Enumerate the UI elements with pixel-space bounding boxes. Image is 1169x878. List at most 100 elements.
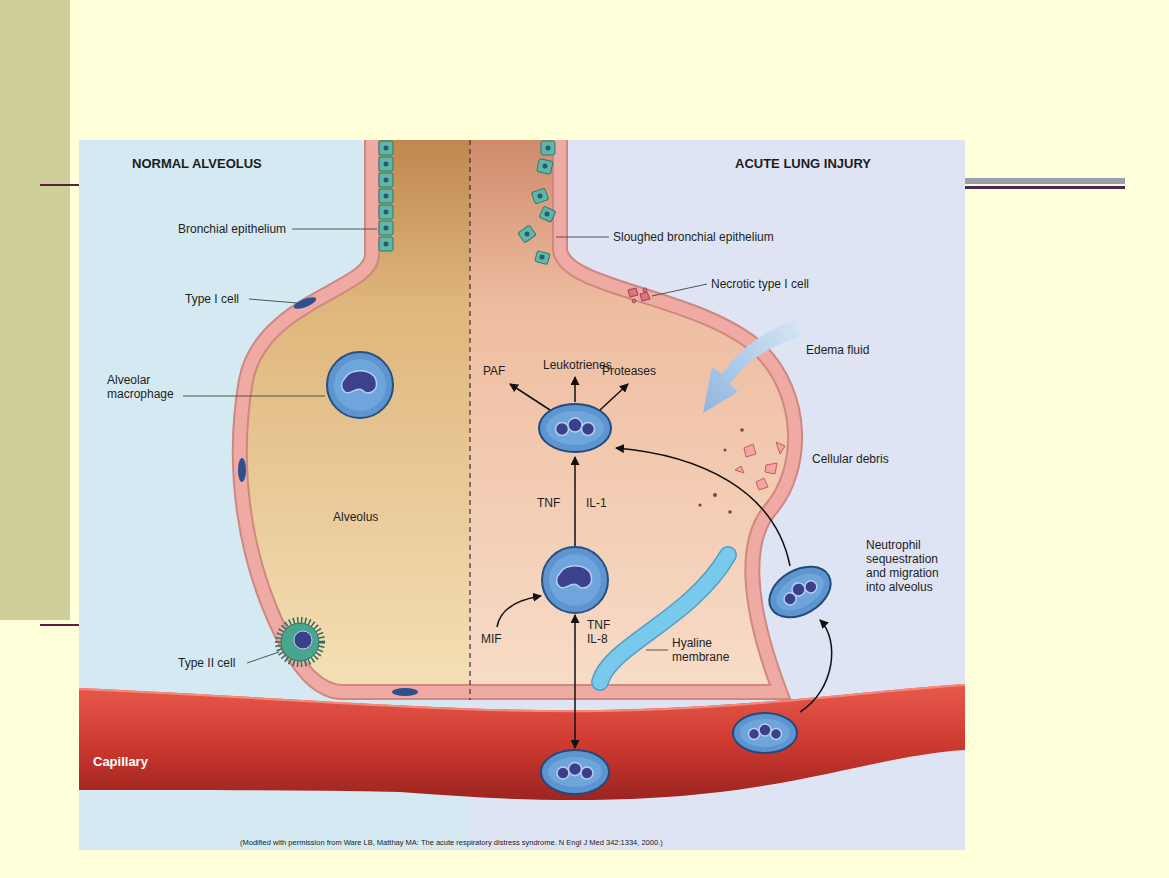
bronchial-epithelium-cells <box>379 157 393 171</box>
type-i-cells <box>392 688 418 696</box>
alveolus-shape <box>240 140 795 692</box>
mediator-arrows <box>574 377 576 402</box>
activated-neutrophil <box>539 404 611 452</box>
callout-label: TNF <box>537 496 560 510</box>
capillary-neutrophil <box>548 757 602 787</box>
cellular-debris <box>744 444 756 457</box>
type-ii-cell <box>294 631 312 649</box>
mediator-arrows <box>600 384 628 410</box>
capillary-neutrophil <box>740 719 790 747</box>
necrotic-type-i-cell <box>632 299 636 303</box>
mediator-arrows <box>800 620 832 712</box>
epithelium-nuclei <box>540 255 545 260</box>
necrotic-type-i-cell <box>628 288 638 297</box>
leader-lines <box>556 237 609 238</box>
type-ii-cell <box>278 620 322 664</box>
epithelium-nuclei <box>384 178 389 183</box>
alveolar-macrophage <box>327 352 393 418</box>
leader-lines <box>183 229 707 663</box>
callout-label: Cellular debris <box>812 452 889 466</box>
capillary-neutrophil <box>749 729 760 740</box>
panel-background <box>79 140 965 850</box>
activated-macrophage <box>542 547 608 613</box>
mediator-arrows <box>497 596 541 627</box>
callout-label: PAF <box>483 364 505 378</box>
bronchial-epithelium-cells <box>379 205 393 219</box>
cellular-debris <box>735 466 744 473</box>
activated-neutrophil <box>582 423 595 436</box>
slide-frame <box>965 186 1125 189</box>
callout-label: Necrotic type I cell <box>711 277 809 291</box>
epithelium-nuclei <box>384 146 551 260</box>
callout-label: Type II cell <box>178 656 235 670</box>
epithelium-nuclei <box>384 194 389 199</box>
epithelium-nuclei <box>384 210 389 215</box>
alveolus-shape <box>470 140 795 692</box>
leader-lines <box>247 652 279 663</box>
capillary-vessel <box>79 684 965 800</box>
cellular-debris <box>765 463 777 474</box>
cellular-debris <box>728 510 732 514</box>
activated-macrophage <box>557 566 592 588</box>
epithelium-nuclei <box>384 226 389 231</box>
alveolar-macrophage <box>342 371 377 393</box>
activated-macrophage <box>542 547 608 613</box>
bronchial-epithelium-cells <box>535 251 550 265</box>
callout-label: Proteases <box>602 364 656 378</box>
capillary-band: Capillary <box>84 752 184 772</box>
migrating-neutrophil <box>760 556 839 627</box>
slide-frame <box>0 0 70 620</box>
necrotic-type-i-cell <box>640 292 650 301</box>
necrotic-type-i-cell <box>643 288 647 292</box>
divider-line <box>469 140 470 700</box>
bronchial-epithelium-cells <box>539 206 556 222</box>
callout-label: Alveolus <box>333 510 378 524</box>
bronchial-epithelium-cells <box>379 237 393 251</box>
callout-label: Type I cell <box>185 292 239 306</box>
capillary-neutrophil <box>541 750 609 794</box>
type-ii-cell <box>278 620 322 664</box>
leader-lines <box>292 229 377 230</box>
mediator-arrows <box>497 377 832 748</box>
bronchial-epithelium-cells <box>537 159 553 175</box>
callout-label: TNF IL-8 <box>587 618 619 646</box>
activated-neutrophil <box>556 423 569 436</box>
mediator-arrows <box>616 448 790 566</box>
leader-lines <box>646 650 668 651</box>
epithelium-nuclei <box>525 232 530 237</box>
bronchial-epithelium-cells <box>518 225 536 243</box>
capillary-vessel <box>79 685 965 711</box>
mediator-arrows <box>574 457 576 546</box>
bronchial-epithelium-cells <box>379 173 393 187</box>
activated-neutrophil <box>568 418 582 432</box>
callout-label: Alveolar macrophage <box>107 373 187 401</box>
callout-label: Neutrophil sequestration and migration i… <box>866 538 961 594</box>
node-heading: NORMAL ALVEOLUS <box>132 156 462 172</box>
alveolus-shape <box>240 140 795 692</box>
alveolar-macrophage <box>327 352 393 418</box>
activated-macrophage <box>549 554 601 606</box>
type-i-cells <box>238 295 418 696</box>
capillary-neutrophil <box>569 763 582 776</box>
cellular-debris <box>740 428 744 432</box>
cellular-debris <box>698 503 701 506</box>
epithelium-nuclei <box>546 146 551 151</box>
epithelium-nuclei <box>384 146 389 151</box>
bronchial-epithelium-cells <box>379 189 393 203</box>
capillary-neutrophil <box>733 713 797 753</box>
bronchial-epithelium-cells <box>379 221 393 235</box>
leader-lines <box>652 284 707 296</box>
node-heading: ACUTE LUNG INJURY <box>735 156 957 172</box>
capillary-neutrophil <box>541 750 609 794</box>
leader-lines <box>249 299 297 303</box>
bronchial-epithelium-cells <box>541 141 555 155</box>
capillary-neutrophil <box>771 729 782 740</box>
alveolar-macrophage <box>334 359 386 411</box>
leader-lines <box>183 396 325 397</box>
cellular-debris <box>756 478 768 490</box>
migrating-neutrophil <box>760 556 839 627</box>
epithelium-nuclei <box>384 162 389 167</box>
callout-label: Sloughed bronchial epithelium <box>613 230 774 244</box>
